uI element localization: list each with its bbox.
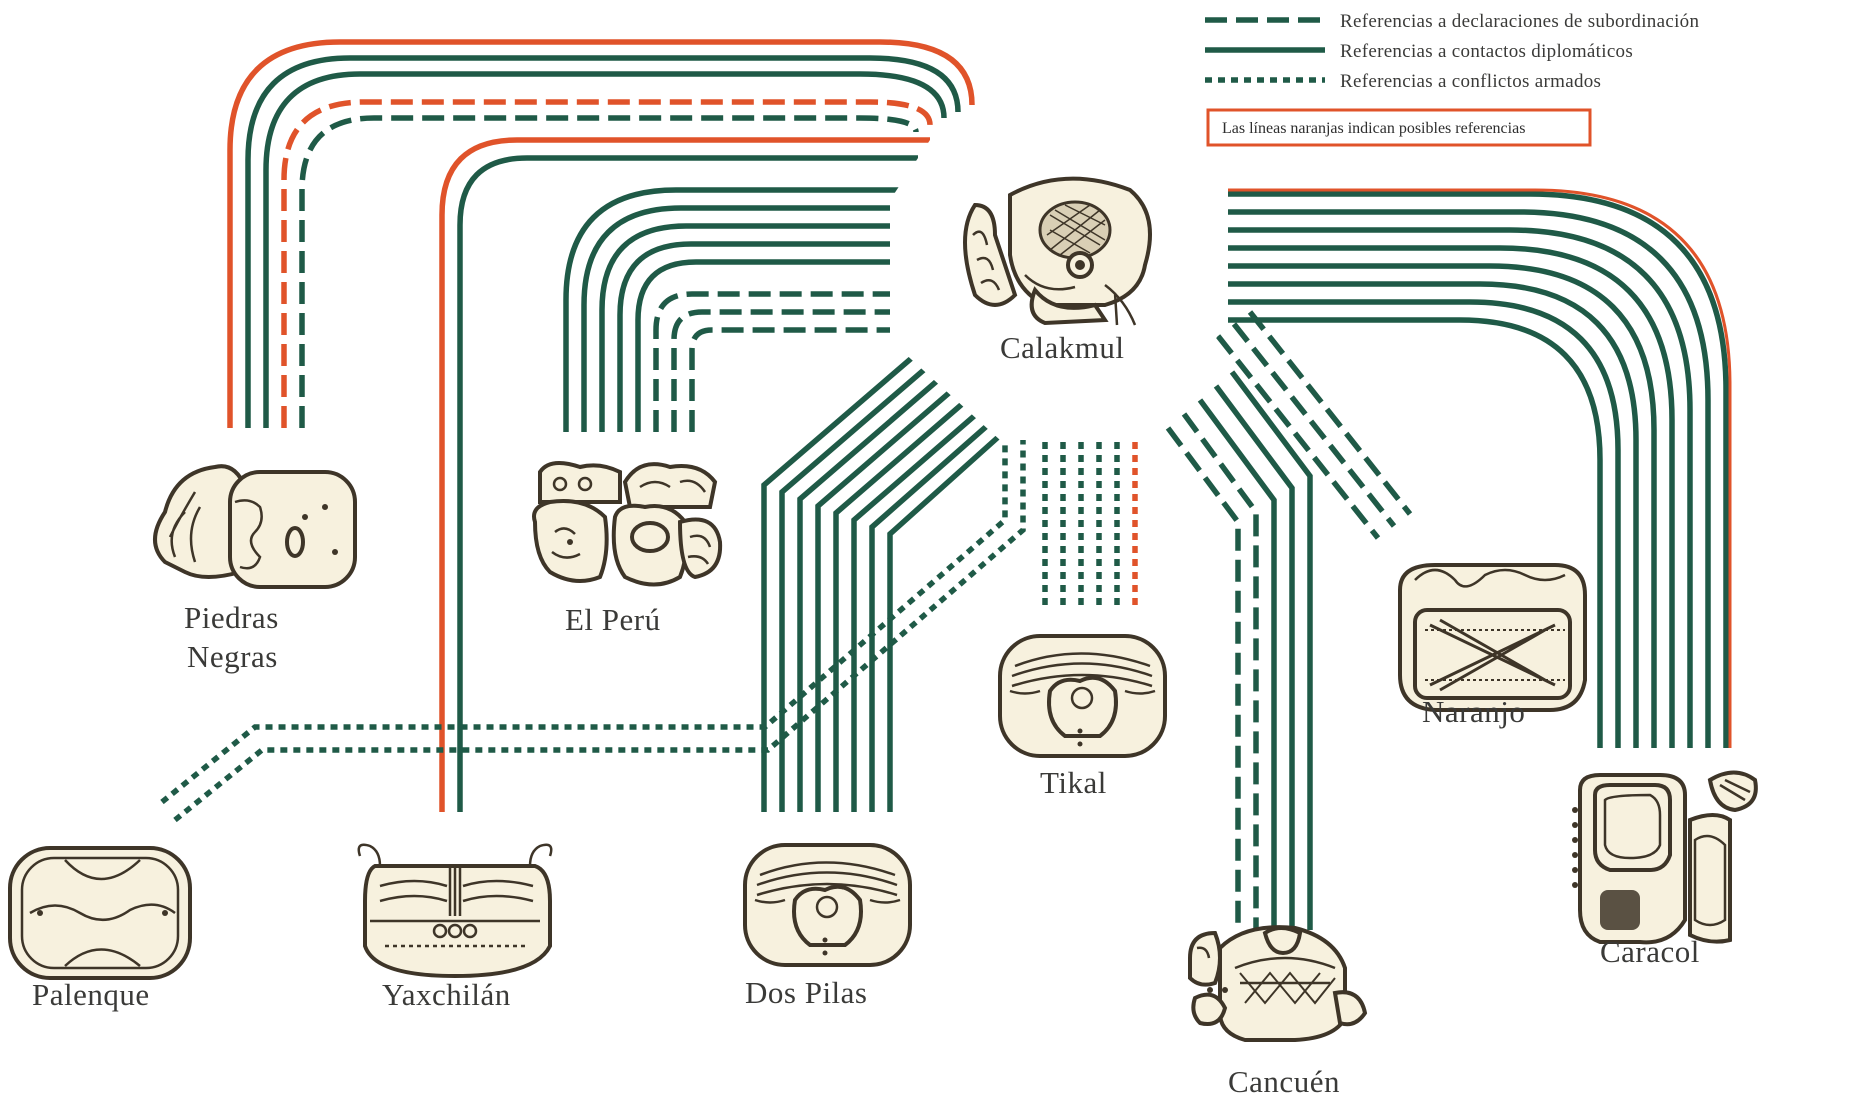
site-label-caracol: Caracol [1600, 934, 1700, 969]
line-pn-diplomatic-2 [266, 74, 944, 428]
site-label-naranjo: Naranjo [1422, 694, 1525, 729]
line-nar-sub-2 [1234, 324, 1394, 526]
line-can-sub-1 [1168, 428, 1238, 930]
naranjo-glyph-icon [1400, 565, 1585, 710]
line-can-sub-2 [1184, 414, 1256, 930]
legend-subordination-label: Referencias a declaraciones de subordina… [1340, 11, 1699, 32]
relation-lines [162, 42, 1730, 930]
line-nar-sub-1 [1218, 336, 1378, 538]
lines-tikal [1045, 428, 1135, 605]
piedras-negras-glyph-icon [155, 466, 355, 587]
caracol-glyph-icon [1572, 773, 1756, 943]
palenque-glyph-icon [10, 848, 190, 978]
el-peru-glyph-icon [534, 463, 720, 585]
legend-conflict-label: Referencias a conflictos armados [1340, 71, 1601, 92]
site-label-piedras-negras-1: Piedras [184, 600, 279, 635]
tikal-glyph-icon [1000, 636, 1165, 756]
site-label-piedras-negras-2: Negras [187, 639, 278, 674]
cancuen-glyph-icon [1190, 927, 1365, 1040]
lines-el-peru [566, 190, 906, 432]
legend-diplomatic-label: Referencias a contactos diplomáticos [1340, 41, 1633, 62]
site-label-tikal: Tikal [1040, 765, 1107, 800]
line-dp-8 [890, 422, 1015, 812]
legend: Referencias a declaraciones de subordina… [1205, 11, 1699, 145]
line-pn-possible-sub [284, 102, 930, 428]
site-label-el-peru: El Perú [565, 602, 661, 637]
site-label-cancuen: Cancuén [1228, 1064, 1340, 1098]
yaxchilan-glyph-icon [359, 845, 552, 976]
line-dp-1 [764, 338, 935, 812]
line-peru-sub-3 [692, 330, 892, 432]
dos-pilas-glyph-icon [745, 845, 910, 965]
site-label-yaxchilan: Yaxchilán [382, 977, 511, 1012]
lines-cancuen [1168, 372, 1310, 930]
site-label-calakmul: Calakmul [1000, 330, 1125, 365]
site-label-palenque: Palenque [32, 977, 150, 1012]
line-nar-sub-3 [1250, 312, 1410, 514]
legend-note-label: Las líneas naranjas indican posibles ref… [1222, 120, 1525, 137]
site-label-dos-pilas: Dos Pilas [745, 975, 868, 1010]
